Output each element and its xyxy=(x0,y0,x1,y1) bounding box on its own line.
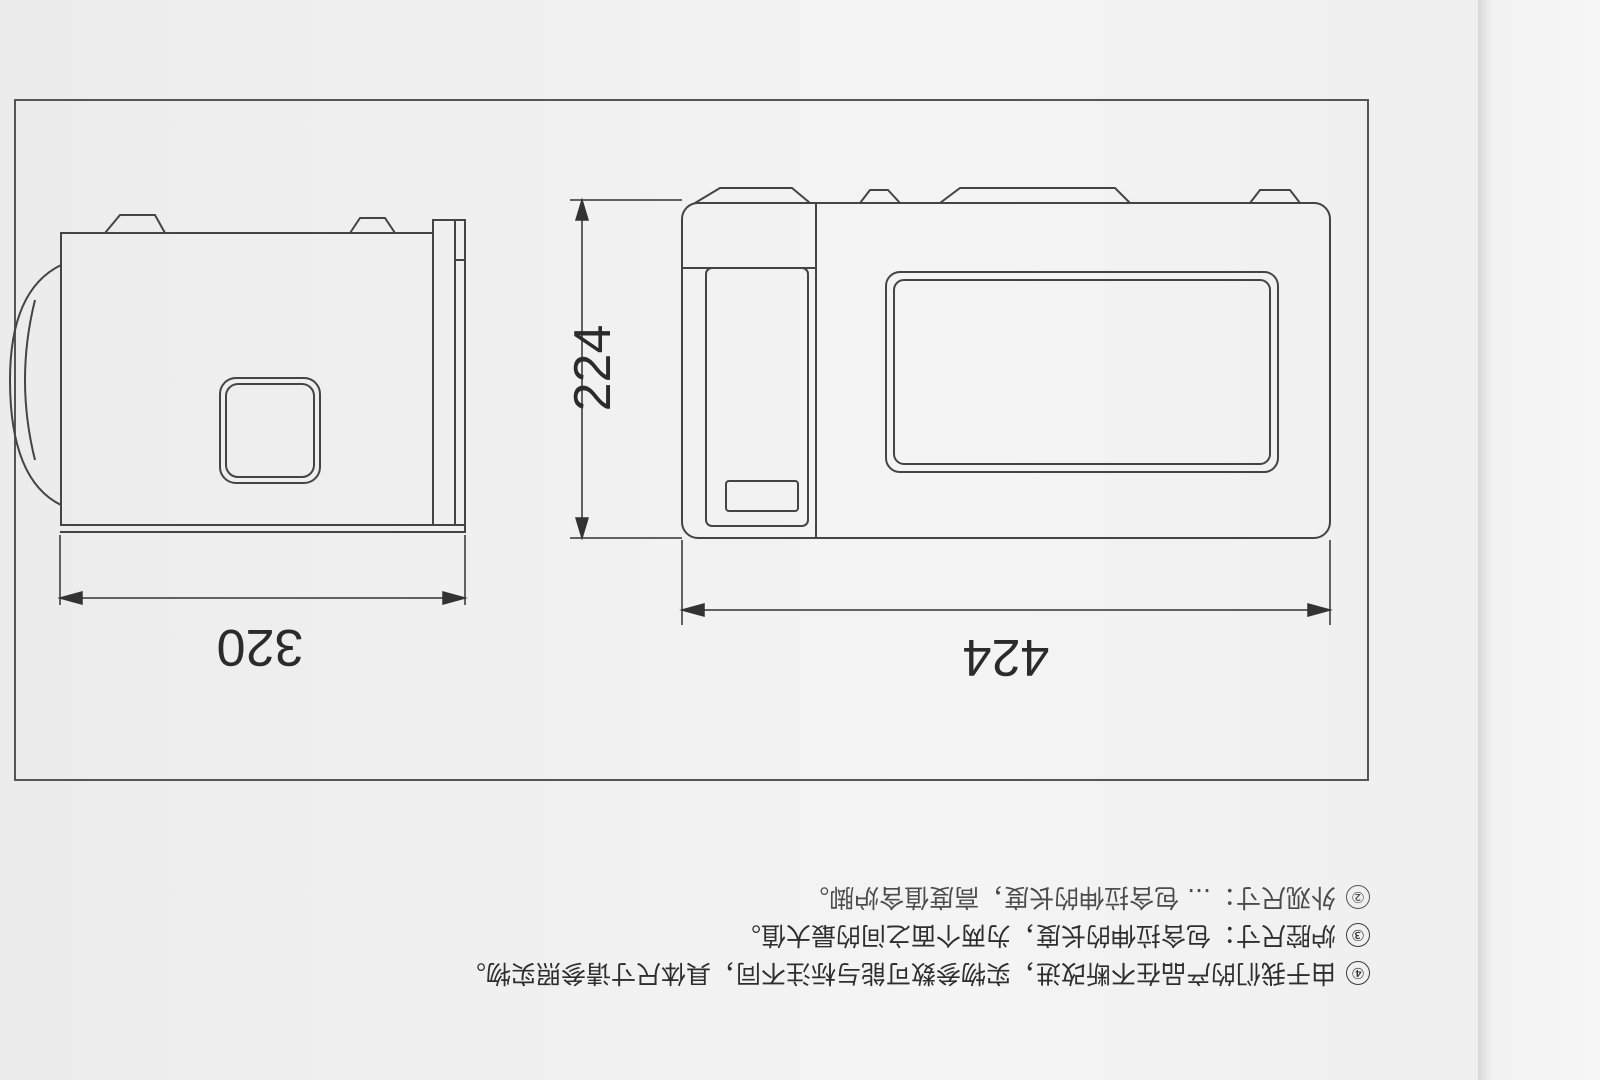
page-edge xyxy=(1478,0,1600,1080)
width-label: 424 xyxy=(963,628,1050,686)
side-vent xyxy=(219,377,321,484)
note-item: ③ 炉腔尺寸：包含拉伸的长度，为两个面之间的最大值。 xyxy=(140,916,1370,954)
note-number: ② xyxy=(1346,885,1370,909)
note-item: ② 外观尺寸：... 包含拉伸的长度，高度值含炉脚。 xyxy=(140,878,1370,916)
notes: ④ 由于我们的产品在不断改进，实物参数可能与标注不同，具体尺寸请参照实物。 ③ … xyxy=(140,878,1370,992)
height-dimension xyxy=(570,197,682,541)
side-view xyxy=(8,214,466,533)
note-text: 炉腔尺寸：包含拉伸的长度，为两个面之间的最大值。 xyxy=(735,921,1336,950)
side-door xyxy=(432,219,466,526)
note-item: ④ 由于我们的产品在不断改进，实物参数可能与标注不同，具体尺寸请参照实物。 xyxy=(140,954,1370,992)
depth-label: 320 xyxy=(217,618,304,676)
door-window xyxy=(885,271,1279,473)
front-view xyxy=(681,187,1331,539)
display xyxy=(725,480,799,512)
depth-dimension xyxy=(57,535,468,605)
width-dimension xyxy=(679,540,1333,625)
figure-frame xyxy=(14,99,1369,781)
front-body xyxy=(681,202,1331,539)
height-label: 224 xyxy=(564,325,622,412)
control-panel xyxy=(705,267,809,527)
note-text: 外观尺寸：... 包含拉伸的长度，高度值含炉脚。 xyxy=(804,883,1336,912)
note-number: ④ xyxy=(1346,961,1370,985)
side-body xyxy=(60,232,434,526)
note-text: 由于我们的产品在不断改进，实物参数可能与标注不同，具体尺寸请参照实物。 xyxy=(460,959,1336,988)
note-number: ③ xyxy=(1346,923,1370,947)
